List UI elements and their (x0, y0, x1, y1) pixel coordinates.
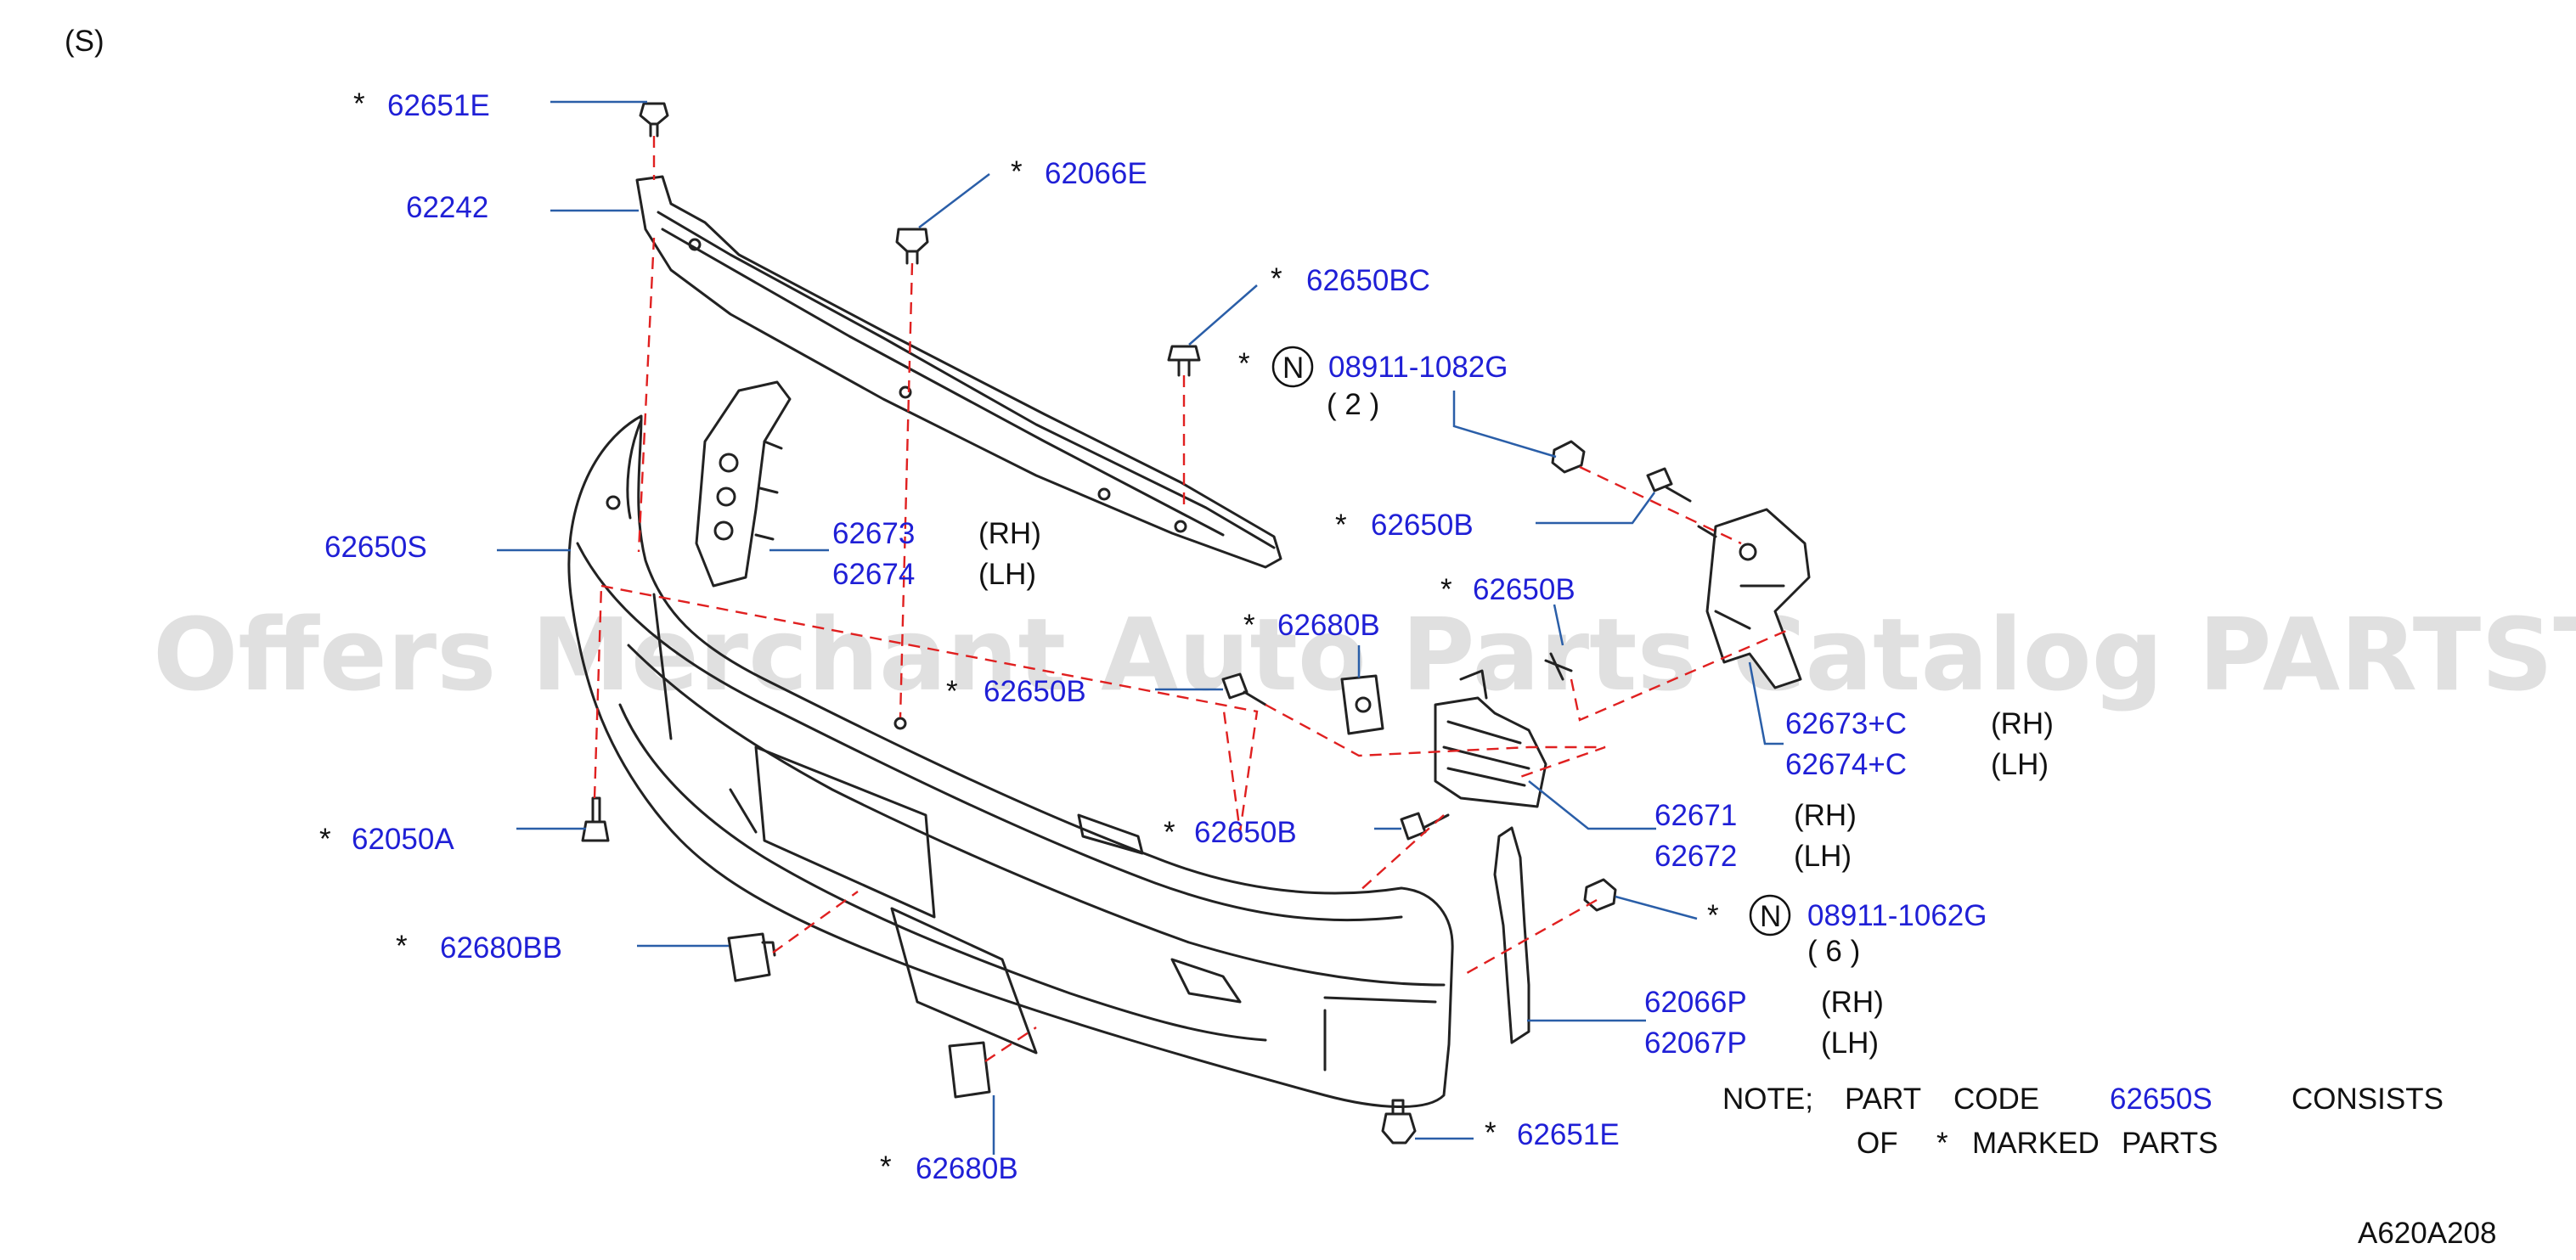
star-marker: * (1440, 573, 1452, 606)
label-62674[interactable]: 62674 (832, 558, 915, 591)
n-symbol: N (1760, 900, 1781, 933)
note-word: CONSISTS (2291, 1083, 2444, 1116)
star-marker: * (1707, 899, 1719, 932)
star-marker: * (1238, 347, 1250, 380)
label-62673C[interactable]: 62673+C (1785, 707, 1907, 740)
label-62650B-low[interactable]: 62650B (1194, 816, 1297, 849)
side-lh: (LH) (978, 558, 1036, 591)
bumper-fascia-62650S (567, 414, 1454, 1109)
note-word: PARTS (2122, 1127, 2218, 1160)
assembly-dashed-lines (593, 136, 1793, 1062)
side-strip-62066P-62067P (1493, 826, 1530, 1044)
label-62650B-mid[interactable]: 62650B (1473, 573, 1575, 606)
label-62650BC[interactable]: 62650BC (1306, 264, 1430, 297)
diagram-id: A620A208 (2358, 1217, 2496, 1250)
side-lh: (LH) (1794, 840, 1852, 873)
star-marker: * (396, 930, 408, 963)
label-62650B-left[interactable]: 62650B (984, 675, 1086, 708)
n-symbol-circle (1271, 346, 1314, 388)
note-part-code[interactable]: 62650S (2110, 1083, 2212, 1116)
note-word: PART (1845, 1083, 1921, 1116)
bracket-62673C-62674C (1705, 508, 1811, 689)
label-62673[interactable]: 62673 (832, 517, 915, 550)
side-rh: (RH) (978, 517, 1041, 550)
star-marker: * (1243, 609, 1255, 642)
side-lh: (LH) (1991, 748, 2049, 781)
side-rh: (RH) (1991, 707, 2054, 740)
star-marker: * (946, 675, 958, 708)
corner-label: (S) (65, 25, 104, 58)
note-word: MARKED (1972, 1127, 2100, 1160)
note-block: NOTE; PART CODE 62650S CONSISTS OF * MAR… (1722, 1083, 2444, 1160)
star-marker: * (1335, 509, 1347, 542)
clip-62651E-top-shape (639, 102, 669, 126)
label-62674C[interactable]: 62674+C (1785, 748, 1907, 781)
side-lh: (LH) (1821, 1027, 1879, 1060)
label-62671[interactable]: 62671 (1654, 799, 1737, 832)
label-62651E-bottom[interactable]: 62651E (1517, 1118, 1620, 1151)
note-word: OF (1857, 1127, 1898, 1160)
star-marker: * (1271, 262, 1282, 295)
label-08911-1062G[interactable]: 08911-1062G (1807, 899, 1987, 932)
label-62050A[interactable]: 62050A (352, 823, 454, 856)
note-word: NOTE; (1722, 1083, 1813, 1116)
side-rh: (RH) (1794, 799, 1857, 832)
label-62651E-top[interactable]: 62651E (387, 89, 490, 122)
note-star: * (1936, 1127, 1948, 1160)
note-word: CODE (1953, 1083, 2039, 1116)
callout-labels: (S) * 62651E 62242 * 62066E * 62650BC * … (65, 25, 2054, 1185)
star-marker: * (353, 87, 365, 121)
reinforcement-bar-62242 (635, 175, 1282, 569)
star-marker: * (1164, 816, 1175, 849)
label-62680B-bottom[interactable]: 62680B (916, 1152, 1018, 1185)
label-08911-1082G[interactable]: 08911-1082G (1328, 351, 1508, 384)
label-62680BB[interactable]: 62680BB (440, 931, 562, 965)
n-symbol: N (1282, 352, 1304, 385)
label-62672[interactable]: 62672 (1654, 840, 1737, 873)
side-bracket-62671-62672 (1434, 669, 1547, 808)
label-62066P[interactable]: 62066P (1644, 986, 1747, 1019)
quantity-08911-1062G: ( 6 ) (1807, 935, 1860, 968)
star-marker: * (1011, 155, 1023, 188)
label-62650S[interactable]: 62650S (324, 531, 427, 564)
leader-lines (497, 100, 1784, 1155)
bumper-assembly-drawing (567, 102, 1811, 1145)
label-62680B-mid[interactable]: 62680B (1277, 609, 1380, 642)
star-marker: * (1485, 1117, 1497, 1150)
star-marker: * (880, 1150, 892, 1184)
quantity-08911-1082G: ( 2 ) (1327, 388, 1379, 421)
label-62066E[interactable]: 62066E (1045, 157, 1147, 190)
n-symbol-circle (1749, 894, 1791, 937)
label-62242[interactable]: 62242 (406, 191, 488, 224)
star-marker: * (319, 823, 331, 856)
fasteners (581, 102, 1717, 1145)
bracket-62673-62674 (695, 380, 792, 588)
label-62067P[interactable]: 62067P (1644, 1027, 1747, 1060)
side-rh: (RH) (1821, 986, 1884, 1019)
label-62650B-right[interactable]: 62650B (1371, 509, 1474, 542)
